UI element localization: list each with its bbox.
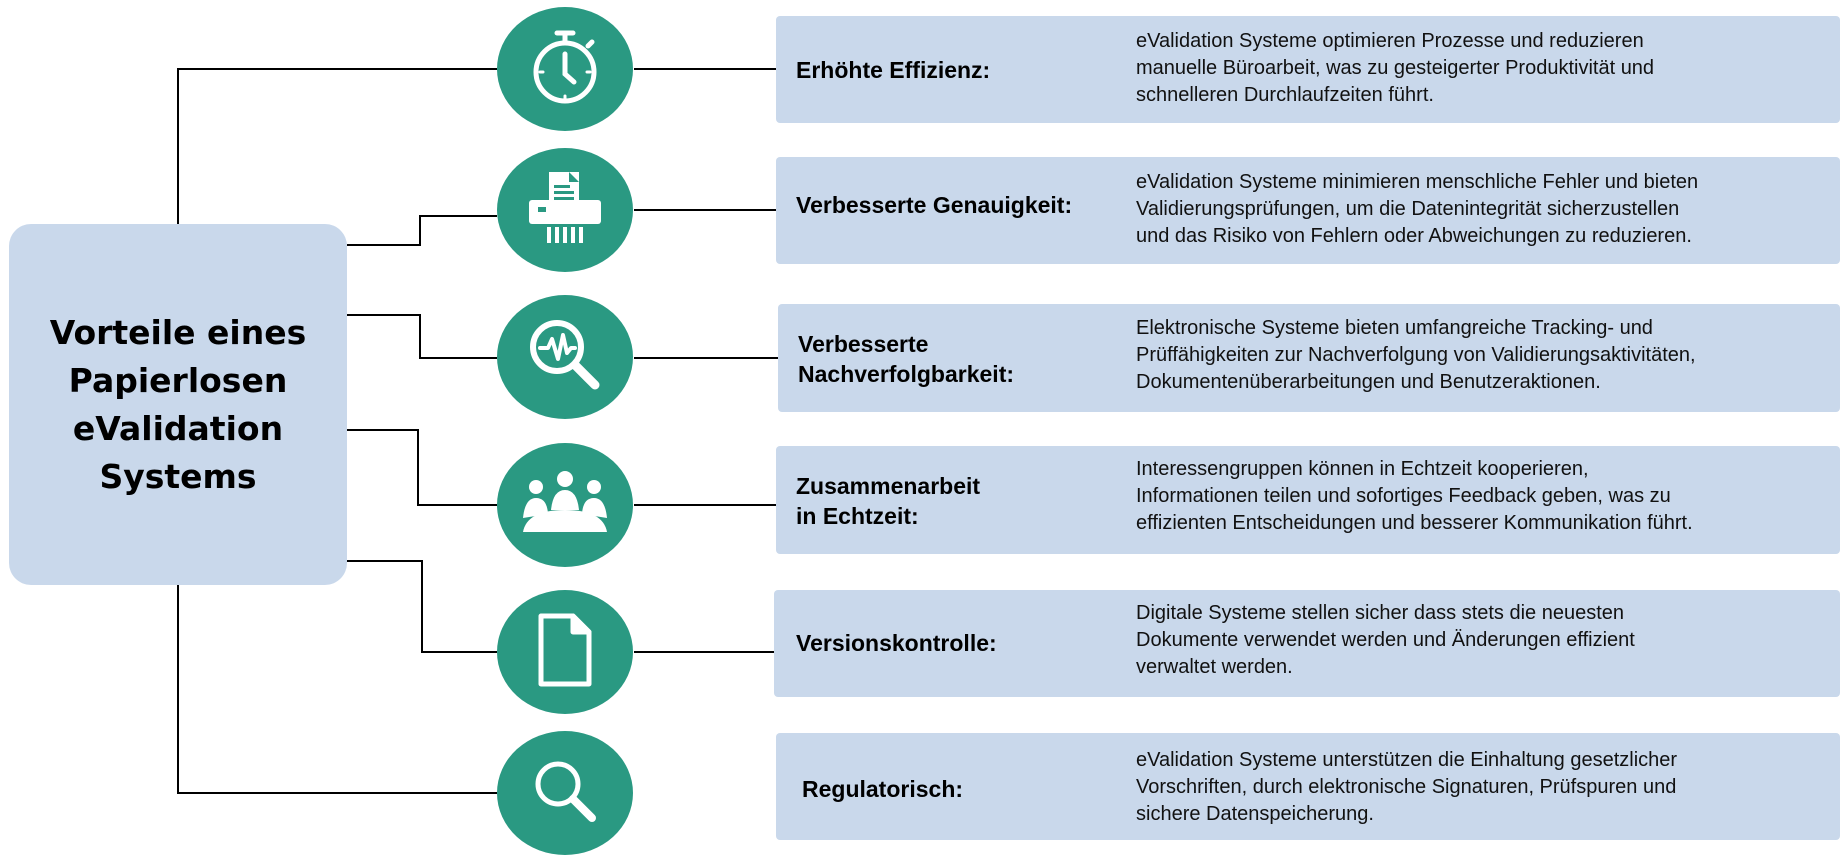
desc-line: sichere Datenspeicherung. [1136, 803, 1374, 825]
desc-line: Prüffähigkeiten zur Nachverfolgung von V… [1136, 344, 1696, 366]
benefit-label-6: Regulatorisch: [802, 776, 964, 802]
desc-line: Validierungsprüfungen, um die Dateninteg… [1136, 198, 1680, 220]
benefit-desc-5: Digitale Systeme stellen sicher dass ste… [1136, 600, 1635, 681]
icon-circle-5 [497, 590, 633, 714]
desc-line: Dokumente verwendet werden und Änderunge… [1136, 629, 1635, 651]
stopwatch-icon [530, 29, 600, 110]
icon-circle-2 [497, 148, 633, 272]
benefit-panel-4: Zusammenarbeit in Echtzeit: Interessengr… [776, 446, 1840, 554]
connector-1 [177, 68, 497, 224]
benefit-desc-4: Interessengruppen können in Echtzeit koo… [1136, 456, 1693, 537]
connector-5 [347, 560, 497, 653]
benefit-label-1: Erhöhte Effizienz: [796, 57, 991, 83]
search-icon [530, 756, 600, 831]
document-icon [535, 612, 595, 693]
desc-line: eValidation Systeme minimieren menschlic… [1136, 171, 1699, 193]
benefit-label-5: Versionskontrolle: [796, 630, 997, 656]
icon-circle-6 [497, 731, 633, 855]
icon-circle-4 [497, 443, 633, 567]
icon-circle-3 [497, 295, 633, 419]
benefit-panel-5: Versionskontrolle: Digitale Systeme stel… [774, 590, 1840, 697]
benefit-label-3: Verbesserte Nachverfolgbarkeit: [798, 331, 1015, 387]
benefit-panel-6: Regulatorisch: eValidation Systeme unter… [776, 733, 1840, 840]
benefit-desc-3: Elektronische Systeme bieten umfangreich… [1136, 315, 1696, 396]
benefit-panel-1: Erhöhte Effizienz: eValidation Systeme o… [776, 16, 1840, 123]
center-title: Vorteile eines Papierlosen eValidation S… [49, 312, 307, 496]
desc-line: eValidation Systeme unterstützen die Ein… [1136, 749, 1678, 771]
desc-line: schnelleren Durchlaufzeiten führt. [1136, 84, 1434, 106]
benefit-panel-2: Verbesserte Genauigkeit: eValidation Sys… [776, 157, 1840, 264]
magnifier-pulse-icon [525, 315, 605, 400]
document-printer-icon [525, 170, 605, 251]
benefit-label-2: Verbesserte Genauigkeit: [796, 192, 1073, 218]
desc-line: Interessengruppen können in Echtzeit koo… [1136, 458, 1589, 480]
benefit-label-4: Zusammenarbeit in Echtzeit: [796, 473, 981, 529]
desc-line: Digitale Systeme stellen sicher dass ste… [1136, 602, 1625, 624]
icon-circle-1 [497, 7, 633, 131]
desc-line: verwaltet werden. [1136, 656, 1293, 678]
connector-2 [347, 215, 497, 246]
team-meeting-icon [517, 470, 613, 541]
benefit-desc-6: eValidation Systeme unterstützen die Ein… [1136, 747, 1677, 828]
connector-6 [177, 585, 497, 794]
desc-line: Elektronische Systeme bieten umfangreich… [1136, 317, 1653, 339]
desc-line: und das Risiko von Fehlern oder Abweichu… [1136, 225, 1692, 247]
benefit-desc-1: eValidation Systeme optimieren Prozesse … [1136, 28, 1654, 109]
desc-line: manuelle Büroarbeit, was zu gesteigerter… [1136, 57, 1655, 79]
desc-line: Dokumentenüberarbeitungen und Benutzerak… [1136, 371, 1601, 393]
connector-4 [347, 429, 497, 506]
center-box: Vorteile eines Papierlosen eValidation S… [9, 224, 347, 585]
connector-3 [347, 314, 497, 359]
benefit-panel-3: Verbesserte Nachverfolgbarkeit: Elektron… [778, 304, 1840, 412]
desc-line: Informationen teilen und sofortiges Feed… [1136, 485, 1671, 507]
benefit-desc-2: eValidation Systeme minimieren menschlic… [1136, 169, 1698, 250]
desc-line: eValidation Systeme optimieren Prozesse … [1136, 30, 1644, 52]
desc-line: effizienten Entscheidungen und besserer … [1136, 512, 1693, 534]
desc-line: Vorschriften, durch elektronische Signat… [1136, 776, 1677, 798]
